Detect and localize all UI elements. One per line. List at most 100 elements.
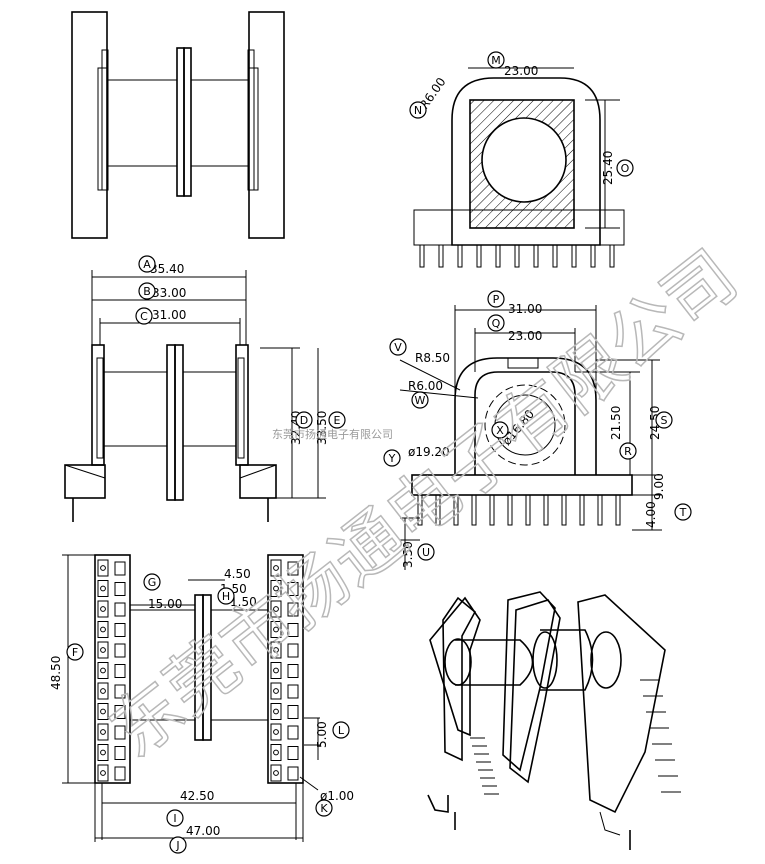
tag-m-circle — [487, 51, 505, 69]
tag-o: O — [621, 162, 630, 175]
dim-b-value: 33.00 — [152, 286, 186, 300]
pin — [507, 494, 513, 526]
pin — [417, 494, 423, 526]
pin — [489, 494, 495, 526]
dim-r-value: 21.50 — [609, 406, 623, 440]
tag-x: X — [496, 424, 504, 437]
tag-s: S — [661, 414, 668, 427]
pin-slot — [97, 764, 109, 782]
pin — [514, 244, 520, 268]
tag-p-circle — [487, 290, 505, 308]
pin-hole — [100, 729, 106, 735]
tag-x-circle — [491, 421, 509, 439]
end-view: 31.00 23.00 21.50 24.50 9.00 4.00 3.50 R… — [399, 302, 666, 570]
pin — [438, 244, 444, 268]
pin-slot — [97, 621, 109, 638]
pin-hole — [273, 688, 279, 694]
pin-slot — [270, 744, 282, 761]
bottom-pin-row-left — [97, 559, 126, 782]
tag-n-circle — [409, 101, 427, 119]
tag-p: P — [493, 293, 500, 306]
tag-f: F — [72, 646, 78, 659]
pin-tab — [287, 684, 299, 699]
tag-g: G — [148, 576, 157, 589]
dim-m-value: 23.00 — [504, 64, 538, 78]
dim-f-value: 48.50 — [49, 656, 63, 690]
pin-tab — [114, 664, 126, 678]
pin-hole — [100, 749, 106, 756]
pin — [609, 244, 615, 268]
tag-k: K — [320, 802, 328, 815]
pin — [435, 494, 441, 526]
tag-d-circle — [295, 411, 313, 429]
pin-tab — [287, 766, 299, 781]
dim-p-value: 31.00 — [508, 302, 542, 316]
tag-t-circle — [674, 503, 692, 521]
pin — [590, 244, 596, 268]
bottom-pin-row-right — [270, 559, 299, 782]
dim-v-value: R8.50 — [415, 351, 450, 365]
pin-tab — [114, 623, 126, 637]
pin — [495, 244, 501, 268]
pin-hole — [273, 647, 279, 653]
pin — [476, 244, 482, 268]
pin-tab — [114, 766, 126, 781]
tag-k-circle — [315, 799, 333, 817]
tag-a-circle — [138, 255, 156, 273]
pin-slot — [97, 662, 109, 679]
pin-hole — [273, 585, 279, 592]
tag-j-circle — [169, 836, 187, 854]
tag-a: A — [143, 258, 151, 271]
pin-hole — [273, 667, 279, 674]
tag-l-circle — [332, 721, 350, 739]
pin-slot — [97, 682, 109, 700]
dim-e-value: 33.50 — [315, 411, 329, 445]
tag-i-circle — [166, 809, 184, 827]
pin-tab — [287, 561, 299, 576]
pin-hole — [100, 688, 106, 694]
pin-tab — [287, 602, 299, 617]
pin — [597, 494, 603, 526]
dim-k-value: ø1.00 — [320, 789, 354, 803]
pin-tab — [114, 705, 126, 719]
dim-l-value: 5.00 — [315, 721, 329, 748]
pin — [615, 494, 621, 526]
side-top-view — [71, 11, 285, 239]
pin — [525, 494, 531, 526]
tag-i: I — [173, 812, 176, 825]
tag-h-circle — [217, 587, 235, 605]
pin — [579, 494, 585, 526]
tag-e: E — [334, 414, 341, 427]
dim-h3-value: 1.50 — [230, 595, 257, 609]
pin-slot — [270, 764, 282, 782]
pin-tab — [114, 643, 126, 658]
pin-slot — [97, 559, 109, 577]
top-right-pins — [419, 244, 615, 268]
pin-slot — [97, 641, 109, 659]
pin-slot — [270, 662, 282, 679]
dim-w-value: R6.00 — [408, 379, 443, 393]
tag-c: C — [140, 310, 148, 323]
pin-hole — [273, 770, 279, 776]
dim-t2-value: 9.00 — [652, 473, 666, 500]
pin-hole — [273, 606, 279, 612]
tag-u: U — [422, 546, 430, 559]
pin-hole — [100, 708, 106, 715]
pin-hole — [273, 626, 279, 633]
pin-tab — [114, 725, 126, 740]
pin-tab — [114, 582, 126, 596]
pin-hole — [100, 667, 106, 674]
pin — [571, 244, 577, 268]
tag-o-circle — [616, 159, 634, 177]
pin-tab — [287, 664, 299, 678]
tag-c-circle — [135, 307, 153, 325]
pin — [453, 494, 459, 526]
iso-pins — [470, 679, 681, 795]
dim-j-value: 47.00 — [186, 824, 220, 838]
pin-hole — [273, 708, 279, 715]
pin-tab — [287, 643, 299, 658]
top-right-view: 23.00 R6.00 25.40 — [413, 64, 625, 268]
pin-tab — [114, 746, 126, 760]
pin-hole — [100, 585, 106, 592]
